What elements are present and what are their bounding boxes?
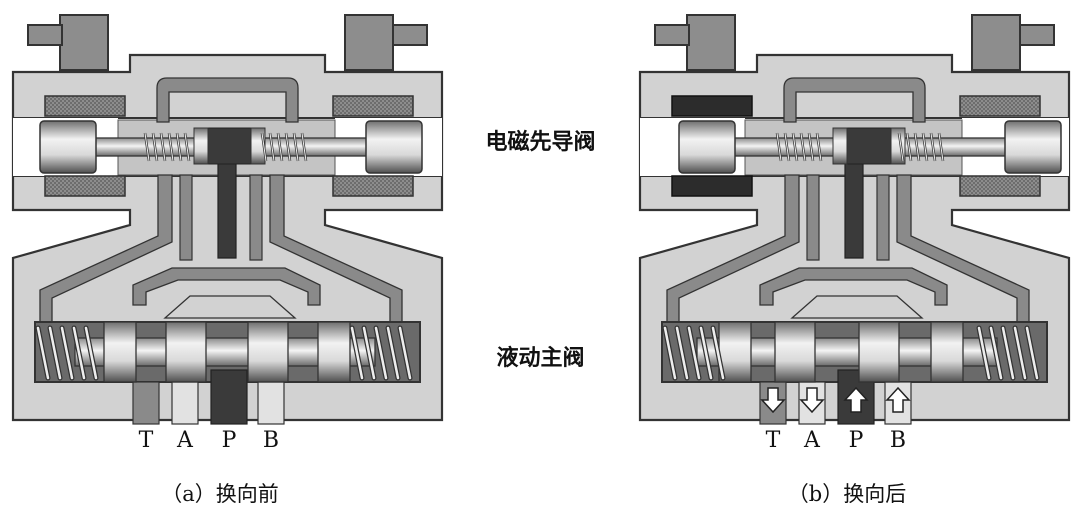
- caption-before: （a）换向前: [161, 482, 279, 506]
- caption-after: （b）换向后: [787, 482, 907, 506]
- flow-arrows: [760, 386, 911, 414]
- valve-after-switch: [638, 13, 1071, 426]
- port-label-a: A: [177, 428, 193, 453]
- port-label-t: T: [765, 428, 781, 453]
- port-label-b: B: [262, 428, 280, 453]
- port-label-a: A: [804, 428, 820, 453]
- port-label-b: B: [889, 428, 907, 453]
- valve-before-switch: [11, 13, 444, 426]
- main-valve-label: 液动主阀: [496, 345, 585, 371]
- port-label-p: P: [848, 428, 864, 453]
- port-label-p: P: [221, 428, 237, 453]
- port-label-t: T: [138, 428, 154, 453]
- pilot-valve-label: 电磁先导阀: [485, 129, 596, 155]
